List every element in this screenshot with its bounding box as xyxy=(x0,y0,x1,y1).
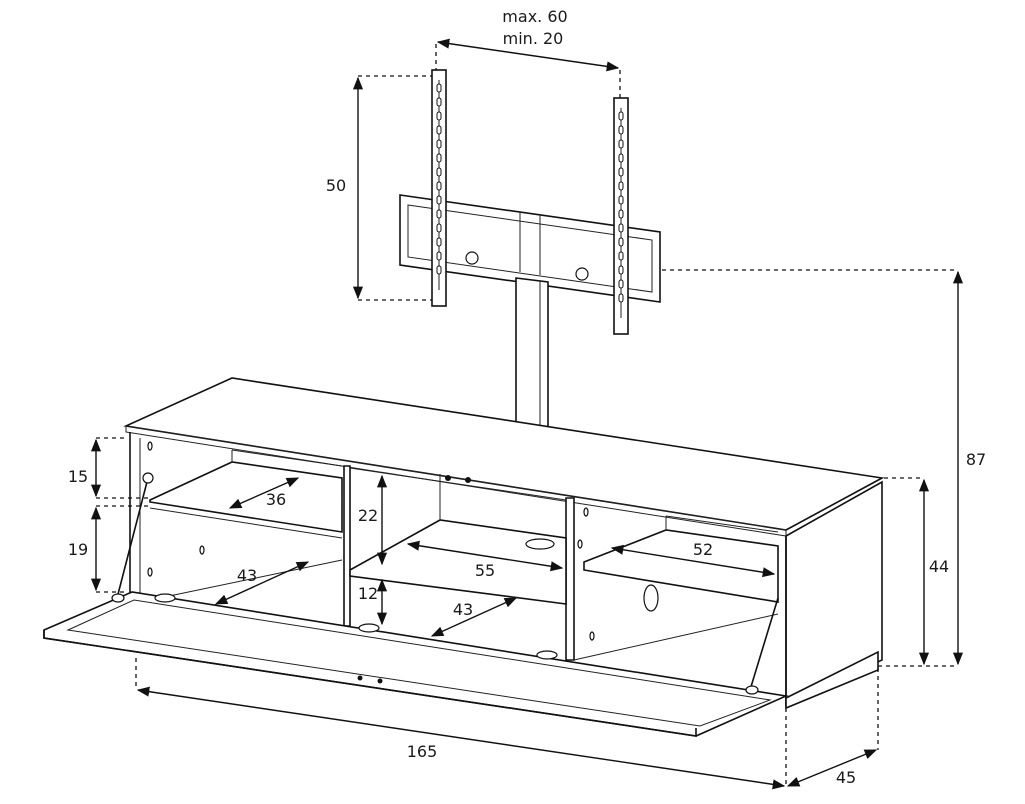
rail-slot xyxy=(436,209,442,219)
dim-width xyxy=(136,686,786,790)
rail-slot xyxy=(436,125,442,135)
rail-slot xyxy=(618,195,624,205)
rail-slot xyxy=(436,265,442,275)
rail-slot xyxy=(436,237,442,247)
label-center-upper-height: 22 xyxy=(358,506,378,525)
label-left-bottom-depth: 43 xyxy=(237,566,257,585)
divider-right xyxy=(565,497,575,661)
dim-center-bottom-depth xyxy=(430,597,518,637)
label-left-upper-height: 15 xyxy=(68,467,88,486)
label-left-shelf-depth: 36 xyxy=(266,490,286,509)
dimensions xyxy=(90,38,964,790)
rail-slot xyxy=(618,139,624,149)
rail-slot xyxy=(436,251,442,261)
rail-slot xyxy=(618,209,624,219)
label-width: 165 xyxy=(407,742,438,761)
dim-left-bottom-depth xyxy=(214,561,310,605)
label-right-shelf-width: 52 xyxy=(693,540,713,559)
rail-slot xyxy=(436,97,442,107)
dim-center-shelf-width xyxy=(406,540,564,572)
shelf-left xyxy=(149,461,343,533)
label-cabinet-height: 44 xyxy=(929,557,949,576)
rail-slot xyxy=(436,167,442,177)
rail-slot xyxy=(618,181,624,191)
rail-slot xyxy=(436,223,442,233)
rail-slot xyxy=(618,125,624,135)
rail-slot xyxy=(618,279,624,289)
rail-slot xyxy=(618,167,624,177)
label-center-bottom-depth: 43 xyxy=(453,600,473,619)
rail-slot xyxy=(618,251,624,261)
rail-slot xyxy=(618,293,624,303)
mount-column xyxy=(515,277,549,441)
label-total-height: 87 xyxy=(966,450,986,469)
rail-slot xyxy=(618,265,624,275)
rail-slot xyxy=(618,237,624,247)
dim-depth xyxy=(786,749,878,787)
rail-slot xyxy=(436,181,442,191)
drop-down-door xyxy=(43,591,789,737)
rail-slot xyxy=(618,111,624,121)
label-left-lower-height: 19 xyxy=(68,540,88,559)
label-mount-min: min. 20 xyxy=(503,29,564,48)
dim-left-shelf-depth xyxy=(228,477,300,509)
rail-slot xyxy=(618,153,624,163)
dim-mount-width xyxy=(436,38,620,72)
rail-slot xyxy=(436,111,442,121)
rail-slot xyxy=(618,223,624,233)
label-mount-height: 50 xyxy=(326,176,346,195)
label-center-lower-height: 12 xyxy=(358,584,378,603)
rail-slot xyxy=(436,139,442,149)
label-mount-max: max. 60 xyxy=(502,7,567,26)
tv-mount xyxy=(399,69,661,441)
rail-slot xyxy=(436,195,442,205)
label-depth: 45 xyxy=(836,768,856,787)
label-center-shelf-width: 55 xyxy=(475,561,495,580)
rail-slot xyxy=(436,153,442,163)
divider-left xyxy=(343,465,351,627)
door-panel xyxy=(43,591,789,737)
dim-right-shelf-width xyxy=(610,544,776,578)
dimension-labels: max. 60 min. 20 50 87 44 165 45 15 19 36… xyxy=(68,7,986,787)
shelf-right xyxy=(583,529,779,603)
mount-bracket-frame xyxy=(399,194,661,303)
rail-slot xyxy=(436,83,442,93)
